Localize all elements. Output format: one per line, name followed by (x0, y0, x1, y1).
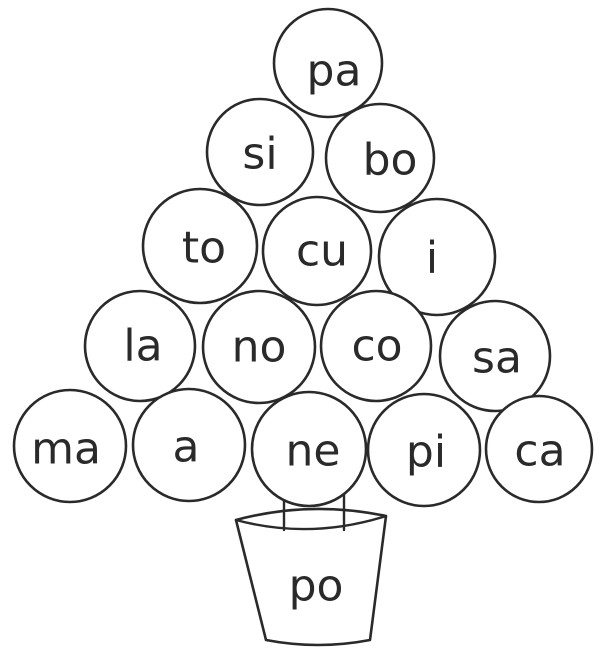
ball-ca: ca (484, 394, 594, 504)
ball-pa: pa (272, 7, 384, 119)
syllable-bo: bo (363, 135, 418, 186)
ball-i: i (377, 197, 497, 317)
ball-bo: bo (324, 102, 436, 214)
ball-sa: sa (438, 299, 552, 413)
syllable-co: co (351, 321, 402, 372)
ball-la: la (83, 289, 197, 403)
syllable-a: a (173, 422, 200, 473)
syllable-ma: ma (31, 424, 101, 475)
syllable-si: si (242, 129, 277, 180)
syllable-pa: pa (307, 46, 362, 97)
flower-pot: po (234, 507, 388, 647)
ball-no: no (201, 289, 317, 405)
ball-ne: ne (250, 390, 368, 508)
syllable-ca: ca (514, 426, 565, 477)
syllable-ne: ne (286, 426, 341, 477)
ball-cu: cu (261, 195, 373, 307)
ball-to: to (141, 187, 259, 305)
ball-a: a (131, 387, 247, 503)
syllable-pi: pi (406, 427, 446, 478)
syllable-sa: sa (472, 333, 522, 384)
syllable-la: la (123, 321, 162, 372)
syllable-i: i (426, 233, 438, 284)
ball-ma: ma (12, 388, 128, 504)
syllable-cu: cu (296, 226, 348, 277)
syllable-no: no (232, 322, 287, 373)
syllable-to: to (182, 223, 226, 274)
ball-pi: pi (366, 392, 482, 508)
ball-co: co (319, 289, 433, 403)
ball-si: si (205, 97, 315, 207)
pot-label: po (289, 561, 344, 612)
